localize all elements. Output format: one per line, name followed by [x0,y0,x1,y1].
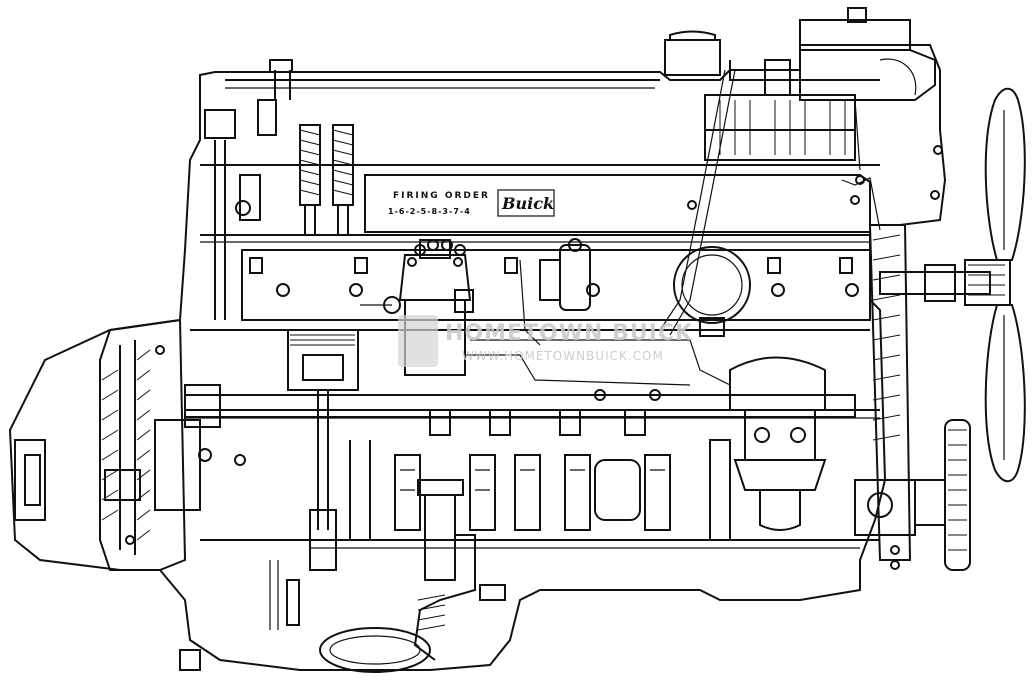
watermark: HOMETOWN BUICK WWW.HOMETOWNBUICK.COM [398,315,693,367]
fan-blade-lower [984,304,1026,483]
water-pump-fan-hub [879,259,1011,306]
piston-cutaway [287,329,359,571]
valve-springs-left [204,59,354,320]
fan-blade-upper [984,87,1026,261]
buick-emblem-frame [497,189,555,217]
camshaft [184,384,856,436]
front-timing-cover [854,224,916,561]
ignition-coil [539,238,591,311]
firing-order-plate: FIRING ORDER 1-6-2-5-8-3-7-4 Buick [364,174,871,233]
oil-pump [413,479,506,661]
flywheel-clutch [14,318,201,571]
firing-order-title: FIRING ORDER [393,191,490,201]
pushrod-cover [241,249,871,321]
watermark-shield-icon [398,315,438,367]
crankshaft-pulley [914,419,971,571]
oil-filler-cap [664,30,721,76]
watermark-title: HOMETOWN BUICK [445,321,693,346]
valve-springs-right [704,59,880,161]
watermark-url: WWW.HOMETOWNBUICK.COM [462,349,664,363]
fuel-lines [360,69,881,386]
fuel-pump [729,356,827,531]
detail-bolts [125,145,943,570]
firing-order-sequence: 1-6-2-5-8-3-7-4 [388,207,471,216]
buick-script-logo: Buick [501,194,554,213]
oil-float-screen [319,627,431,673]
oil-dipstick-bracket [179,560,300,671]
crankshaft [349,439,731,541]
air-cleaner [799,7,936,101]
gear-housing-cover [673,246,751,337]
